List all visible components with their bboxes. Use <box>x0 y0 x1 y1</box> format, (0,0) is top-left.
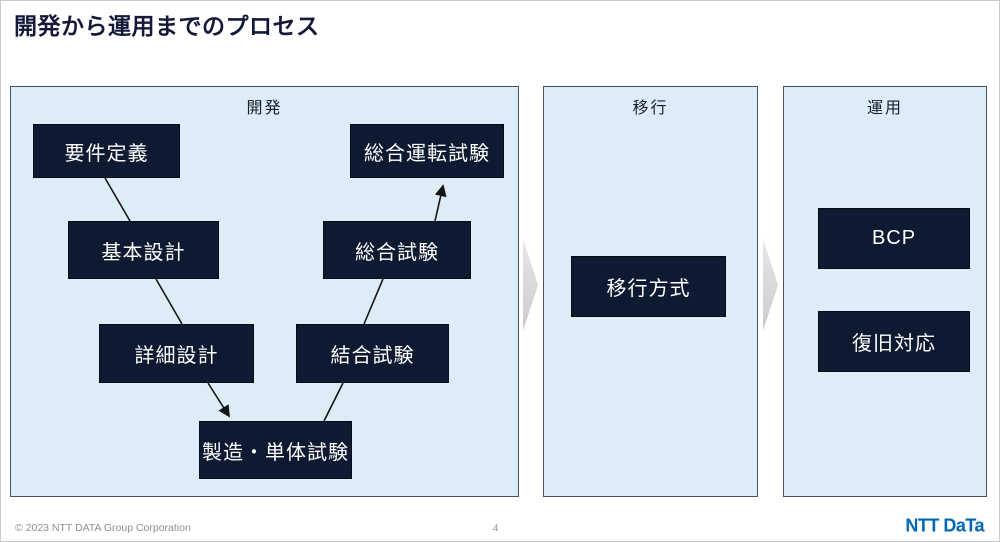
panel-migration-header: 移行 <box>632 100 669 117</box>
ntt-data-logo: NTT DaTa <box>905 514 984 536</box>
chevron-migration-to-operation <box>763 239 778 331</box>
process-box-build-unit-test: 製造・単体試験 <box>199 421 352 479</box>
panel-operation: 運用 <box>783 86 987 497</box>
process-box-migration-method: 移行方式 <box>571 256 726 317</box>
panel-development-header: 開発 <box>246 100 283 117</box>
page-title: 開発から運用までのプロセス <box>14 13 320 39</box>
process-box-integration-test: 結合試験 <box>296 324 449 383</box>
process-box-system-test: 総合試験 <box>323 221 471 279</box>
process-box-detailed-design: 詳細設計 <box>99 324 254 383</box>
footer-page-number: 4 <box>493 523 499 534</box>
footer-copyright: © 2023 NTT DATA Group Corporation <box>15 522 191 534</box>
process-box-basic-design: 基本設計 <box>68 221 219 279</box>
process-box-requirements: 要件定義 <box>33 124 180 178</box>
process-box-operation-test: 総合運転試験 <box>350 124 504 178</box>
panel-operation-header: 運用 <box>866 100 903 117</box>
process-box-bcp: BCP <box>818 208 970 269</box>
process-box-recovery: 復旧対応 <box>818 311 970 372</box>
chevron-dev-to-migration <box>523 239 538 331</box>
